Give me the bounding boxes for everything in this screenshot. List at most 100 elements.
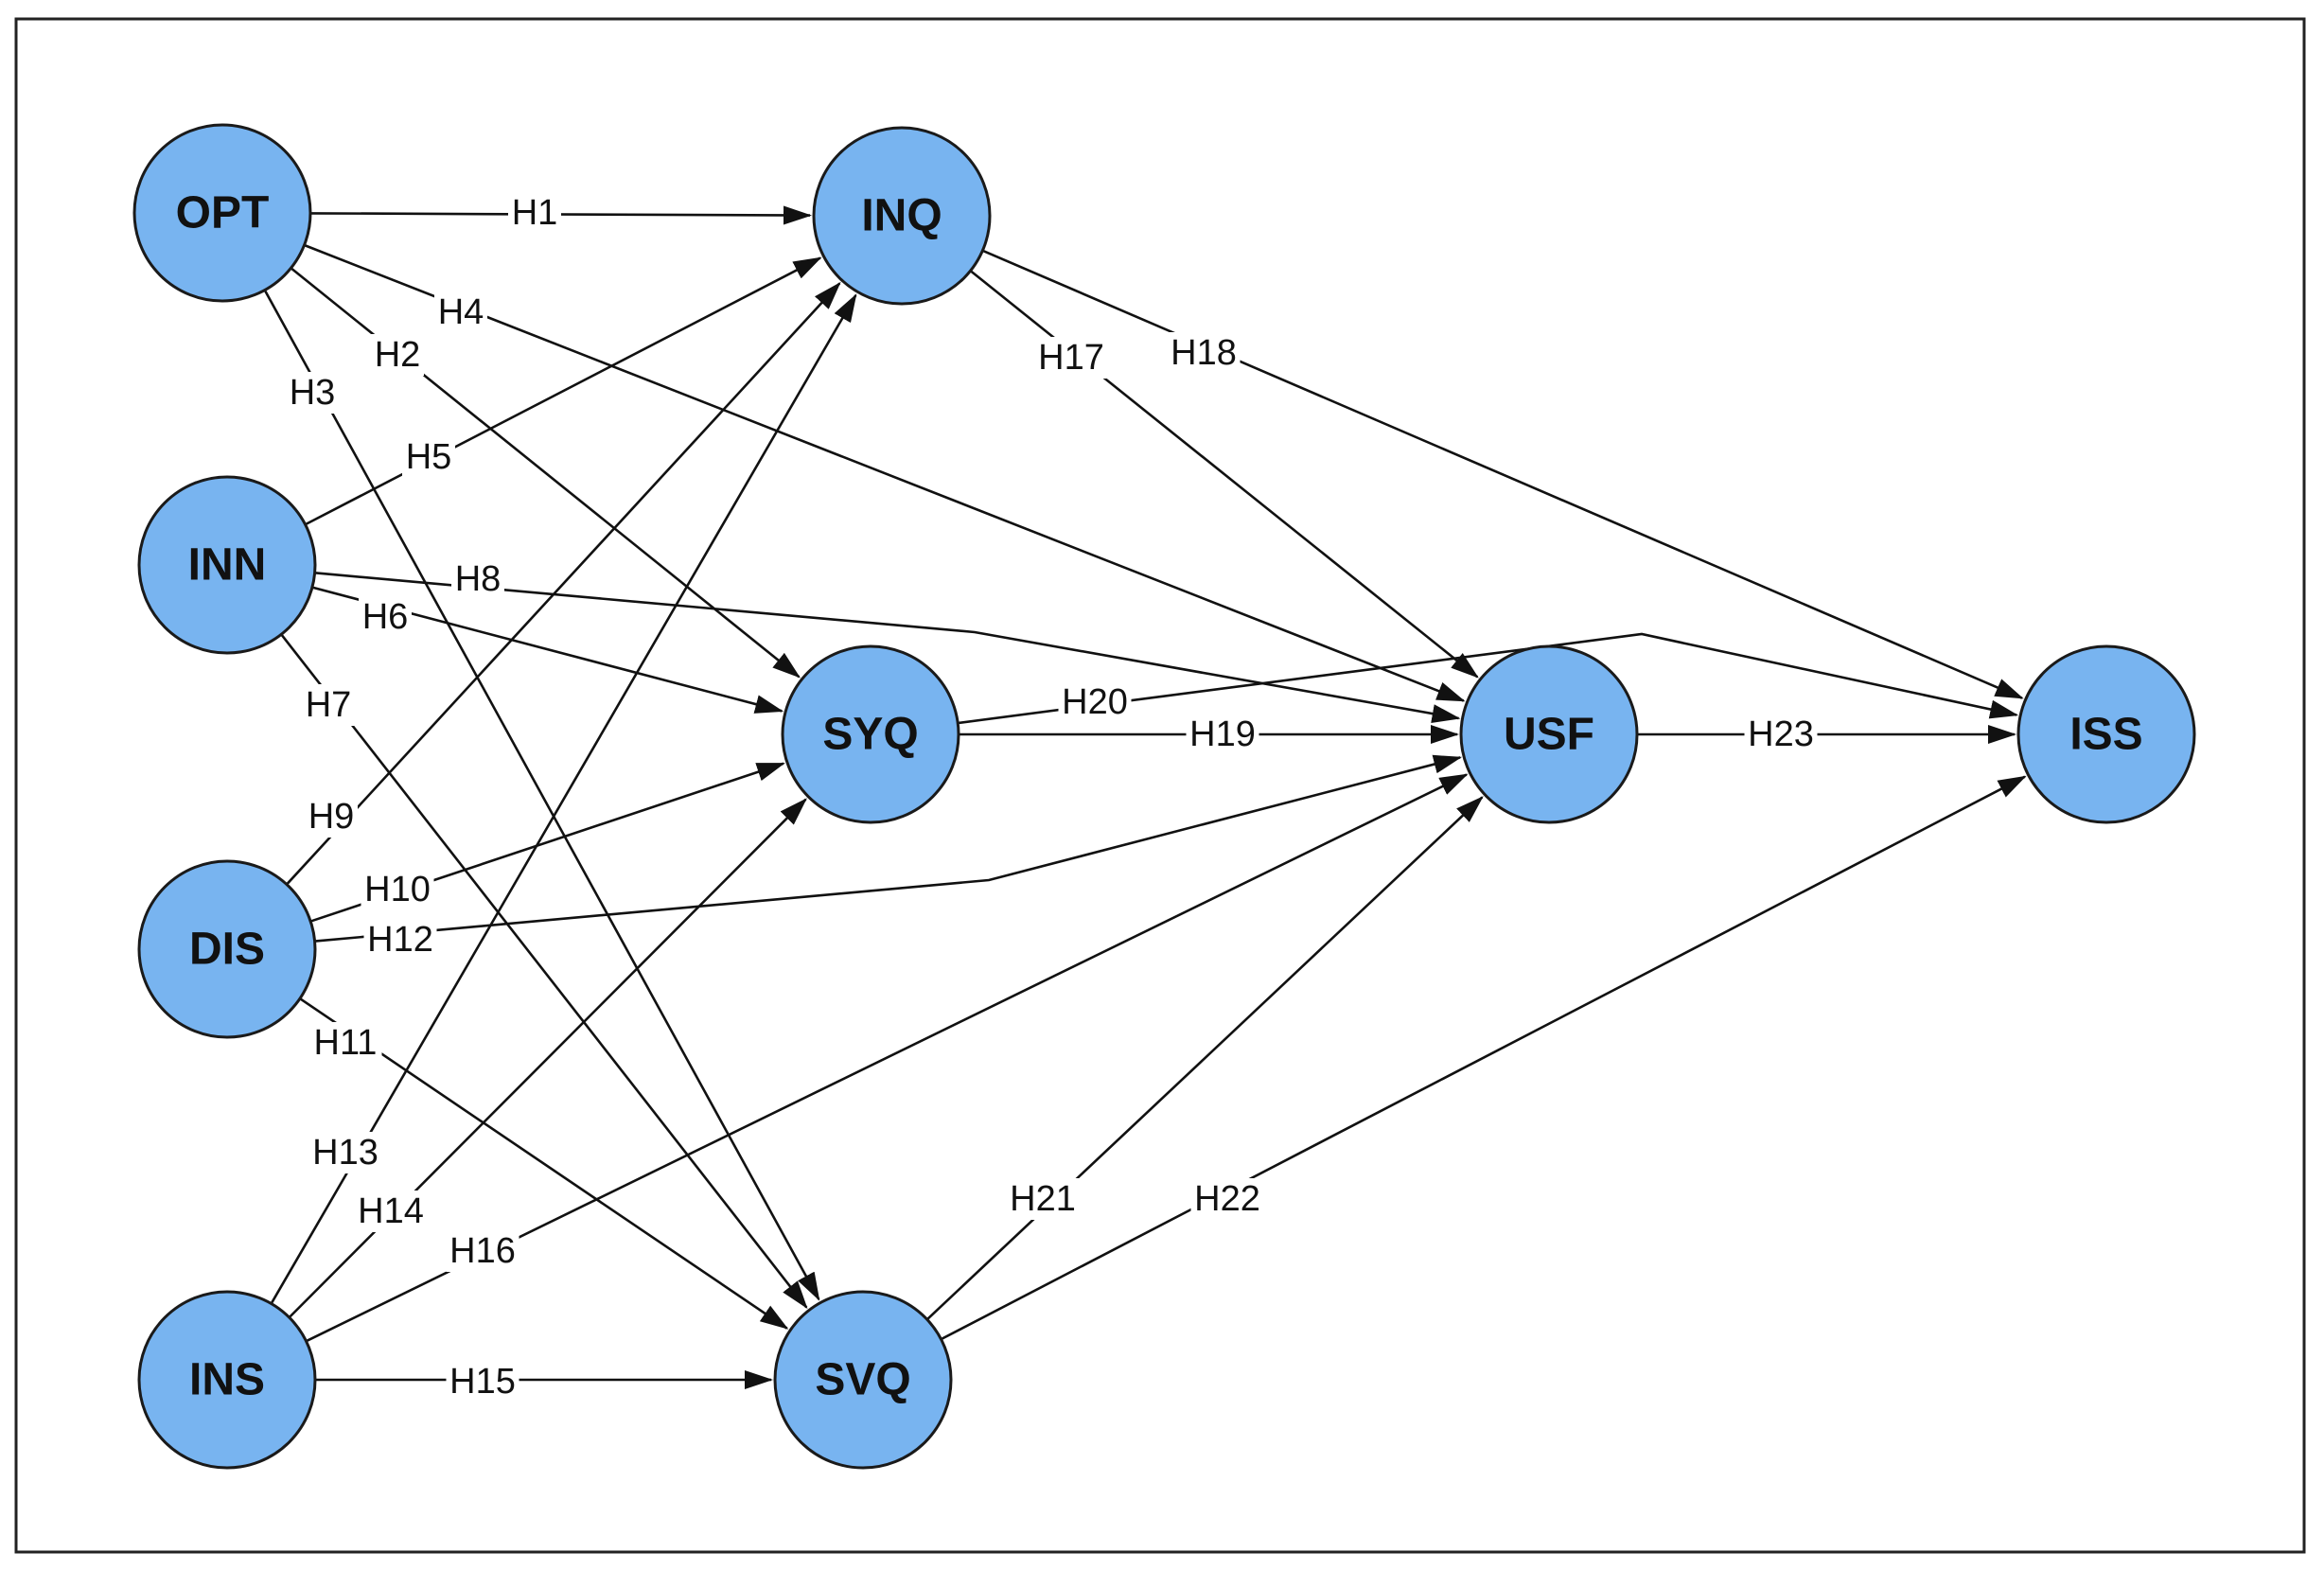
edge-h10: H10 [309,762,785,923]
edge-label: H7 [306,685,352,725]
edge-h3: H3 [263,289,820,1301]
edge-label-background [451,558,504,600]
edge-h5: H5 [304,256,822,526]
edge-label: H20 [1062,682,1128,722]
node-label: SYQ [822,710,918,760]
edge-label-background [302,684,355,726]
edge-label: H1 [512,193,558,233]
edge-h19: H19 [959,714,1459,755]
edge-label-background [308,1022,382,1064]
edge-label-background [305,796,358,838]
edge-line [981,249,2024,699]
node-label: SVQ [815,1355,910,1405]
edge-label: H18 [1171,333,1237,373]
edge-h6: H6 [311,586,784,714]
edge-line [314,754,1463,943]
edge-label-background [434,291,487,333]
edge-h15: H15 [315,1361,773,1402]
edge-label: H9 [308,797,355,837]
nodes-layer: OPT INN DIS INS INQ SYQ SVQ USF ISS [132,123,2196,1470]
edge-label: H12 [367,920,433,960]
node-label: INS [189,1355,265,1405]
edge-label-background [1190,1178,1264,1220]
edge-h13: H13 [270,293,857,1305]
edge-label-background [1034,337,1108,379]
edge-label-background [446,1230,519,1272]
node-syq: SYQ [781,644,960,824]
node-label: ISS [2069,710,2142,760]
node-dis: DIS [137,859,317,1039]
node-label: USF [1504,710,1594,760]
edge-h17: H17 [969,270,1479,679]
node-usf: USF [1459,644,1639,824]
edge-label: H6 [362,597,409,637]
edge-line [314,572,1461,723]
diagram-frame [14,17,2306,1554]
node-label: INQ [861,191,942,241]
edge-line [286,281,841,886]
edge-label: H14 [358,1191,424,1231]
edge-label: H13 [312,1133,379,1173]
edge-line [958,632,2019,725]
edge-label-background [402,436,455,478]
node-inn: INN [137,475,317,655]
edge-h20: H20 [958,632,2019,725]
edge-line [304,243,1466,702]
edge-label: H22 [1194,1179,1260,1219]
edge-label-background [308,1132,382,1173]
edge-h9: H9 [286,281,841,886]
edge-label: H4 [438,292,484,332]
edge-label: H11 [314,1023,378,1063]
node-circle [137,859,317,1039]
node-circle [1459,644,1639,824]
edge-label: H5 [406,437,452,477]
node-circle [137,475,317,655]
edge-label-background [363,919,437,961]
node-label: DIS [189,925,265,975]
node-opt: OPT [132,123,312,303]
edge-h18: H18 [981,249,2024,699]
node-circle [773,1290,953,1470]
edge-label: H16 [449,1231,516,1271]
edge-h23: H23 [1637,714,2016,755]
node-label: OPT [176,188,270,238]
edge-label: H21 [1010,1179,1076,1219]
edge-label-background [1186,714,1259,755]
edge-h7: H7 [280,633,808,1310]
edge-label: H2 [375,335,421,375]
node-circle [132,123,312,303]
edge-label-background [354,1191,428,1232]
node-circle [2016,644,2196,824]
edge-label-background [1167,332,1241,374]
edge-label-background [1058,681,1132,723]
edge-label: H8 [455,559,502,599]
edge-h16: H16 [306,773,1469,1343]
edge-label: H17 [1038,338,1104,378]
edge-line [280,633,808,1310]
edge-h12: H12 [314,754,1463,961]
edge-h4: H4 [304,243,1466,702]
edge-label: H19 [1189,714,1256,754]
edge-label: H10 [364,870,431,909]
edge-line [940,775,2027,1341]
edge-label-background [286,372,339,414]
edge-h21: H21 [925,796,1484,1321]
edge-label-background [446,1361,519,1402]
edge-h8: H8 [314,558,1461,723]
edge-h14: H14 [288,798,807,1319]
edge-h1: H1 [309,192,813,234]
edge-line [304,256,822,526]
edge-line [263,289,820,1301]
node-circle [812,126,992,306]
edge-label: H15 [449,1362,516,1402]
edge-label-background [1744,714,1818,755]
node-circle [137,1290,317,1470]
edge-h11: H11 [299,997,789,1330]
node-circle [781,644,960,824]
node-ins: INS [137,1290,317,1470]
edge-label-background [361,869,434,910]
node-label: INN [188,540,267,591]
edge-label-background [359,596,412,638]
